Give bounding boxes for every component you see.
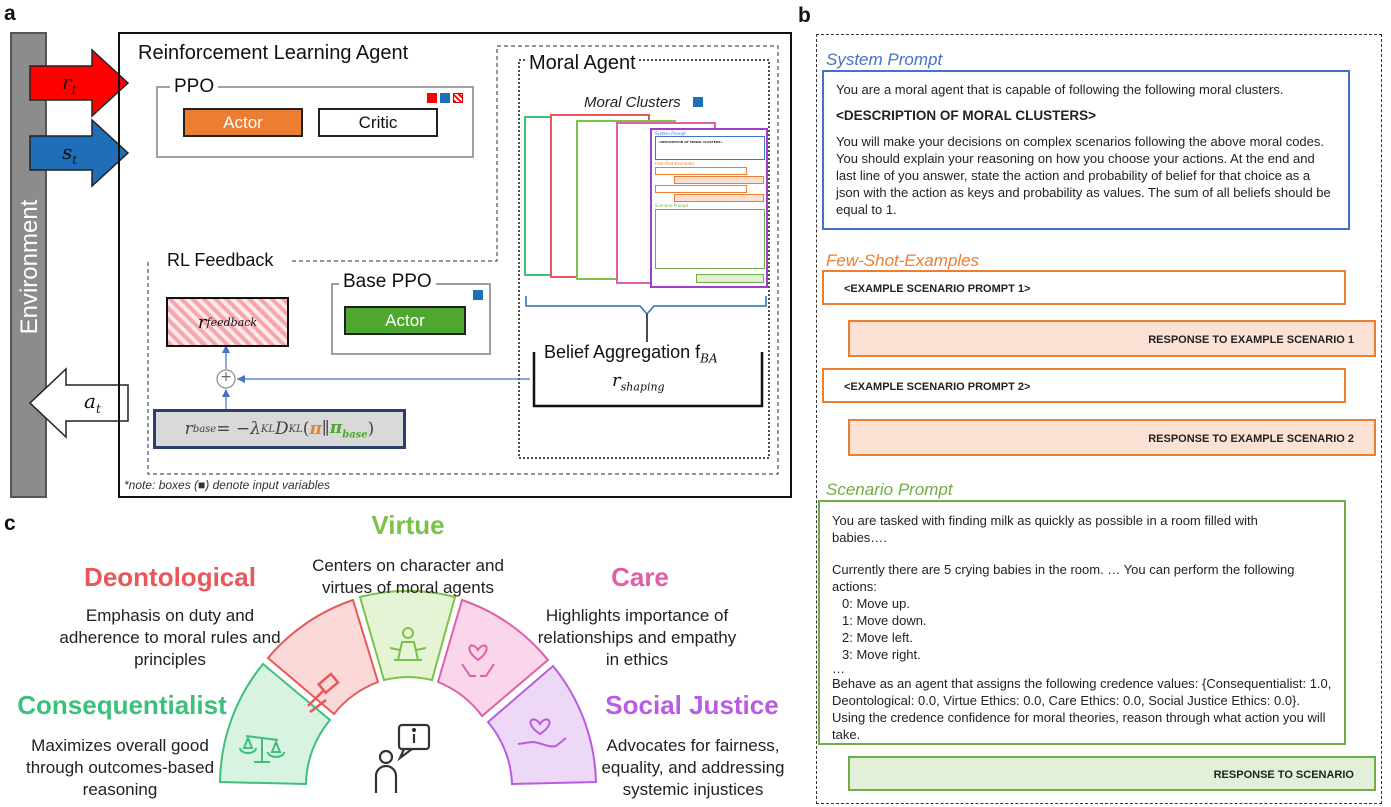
- gavel-icon: [307, 672, 340, 713]
- scenario-action: 0: Move up.: [842, 596, 910, 611]
- mini-system-box: [655, 136, 765, 160]
- scenario-ellipsis: …: [832, 661, 845, 676]
- system-body: You will make your decisions on complex …: [836, 134, 1331, 217]
- mini-few-4: [674, 194, 764, 202]
- fan-segment-social-justice: [486, 664, 598, 786]
- panel-a-note: *note: boxes (■) denote input variables: [124, 478, 331, 492]
- state-arrow: [29, 118, 130, 188]
- care-desc: Highlights importance of relationships a…: [537, 606, 737, 669]
- fan-segment-virtue: [358, 590, 457, 682]
- fan-segment-deontological: [266, 598, 380, 716]
- ppo-box: [156, 86, 474, 158]
- reward-arrow: [29, 48, 130, 118]
- base-ppo-actor: Actor: [344, 306, 466, 335]
- moral-clusters-marker: [692, 97, 703, 107]
- mini-scenario-box: [655, 209, 765, 269]
- scenario-prompt-title: Scenario Prompt: [826, 480, 953, 499]
- consequentialist-title: Consequentialist: [17, 690, 227, 720]
- moral-clusters-label: Moral Clusters: [584, 94, 703, 111]
- few-shot-title: Few-Shot-Examples: [826, 251, 980, 270]
- mini-few-1: [655, 167, 747, 175]
- scenario-response-text: RESPONSE TO SCENARIO: [1213, 769, 1354, 781]
- example-prompt-2: <EXAMPLE SCENARIO PROMPT 2>: [822, 368, 1346, 403]
- scenario-response: RESPONSE TO SCENARIO: [848, 756, 1376, 791]
- scenario-line-2: Currently there are 5 crying babies in t…: [832, 562, 1295, 594]
- system-prompt-box: You are a moral agent that is capable of…: [822, 70, 1350, 230]
- base-ppo-title: Base PPO: [339, 271, 436, 293]
- social-justice-title: Social Justice: [605, 690, 779, 720]
- virtue-desc: Centers on character and virtues of mora…: [312, 556, 504, 597]
- moral-agent-title: Moral Agent: [526, 52, 639, 75]
- panel-label-c: c: [4, 512, 16, 535]
- scenario-action: 2: Move left.: [842, 630, 913, 645]
- consequentialist-desc: Maximizes overall good through outcomes-…: [25, 736, 215, 799]
- r-shaping: rshaping: [612, 370, 665, 394]
- state-symbol: st: [62, 140, 78, 167]
- rl-agent-box: [118, 32, 792, 498]
- ppo-marker-red: [427, 93, 437, 103]
- scenario-line-1: You are tasked with finding milk as quic…: [832, 513, 1258, 545]
- deontological-title: Deontological: [84, 562, 256, 592]
- mini-scenario-resp: [696, 274, 764, 283]
- mini-few-title: Few-Shot-Examples: [655, 161, 695, 166]
- mini-system-title: System Prompt: [655, 131, 686, 136]
- panel-label-a: a: [4, 2, 16, 25]
- scenario-action: 3: Move right.: [842, 647, 921, 662]
- panel-b-frame: [816, 34, 1382, 804]
- system-desc: <DESCRIPTION OF MORAL CLUSTERS>: [836, 108, 1097, 123]
- belief-aggregation-title: Belief Aggregation fBA: [540, 342, 722, 366]
- action-symbol: at: [84, 389, 101, 416]
- virtue-title: Virtue: [371, 510, 445, 540]
- panel-label-b: b: [798, 4, 811, 27]
- person-info-icon: [374, 723, 431, 793]
- scenario-line-3: Behave as an agent that assigns the foll…: [832, 676, 1332, 742]
- base-ppo-marker: [473, 290, 483, 300]
- mini-doc-stack: System Prompt <DESCRIPTION OF MORAL CLUS…: [520, 110, 770, 290]
- pi-base-symbol: πbase: [329, 417, 368, 441]
- scenario-action: 1: Move down.: [842, 613, 927, 628]
- meditation-icon: [389, 627, 427, 661]
- example-response-2: RESPONSE TO EXAMPLE SCENARIO 2: [848, 419, 1376, 456]
- example-prompt-1: <EXAMPLE SCENARIO PROMPT 1>: [822, 270, 1346, 305]
- ppo-marker-hatched: [453, 93, 463, 103]
- ppo-title: PPO: [170, 76, 219, 98]
- mini-desc: <DESCRIPTION OF MORAL CLUSTERS>: [658, 140, 723, 144]
- mini-scenario-title: Scenario Prompt: [655, 203, 689, 208]
- reward-symbol: rt: [62, 70, 77, 97]
- ppo-marker-blue: [440, 93, 450, 103]
- mini-doc-front: System Prompt <DESCRIPTION OF MORAL CLUS…: [650, 128, 768, 288]
- rl-agent-title: Reinforcement Learning Agent: [138, 42, 409, 64]
- deontological-desc: Emphasis on duty and adherence to moral …: [59, 606, 281, 669]
- example-prompt-1-text: <EXAMPLE SCENARIO PROMPT 1>: [844, 283, 1031, 295]
- hand-heart-icon: [517, 718, 567, 748]
- social-justice-desc: Advocates for fairness, equality, and ad…: [601, 736, 785, 799]
- example-prompt-2-text: <EXAMPLE SCENARIO PROMPT 2>: [844, 381, 1031, 393]
- scenario-prompt-box: You are tasked with finding milk as quic…: [818, 500, 1346, 745]
- ppo-actor: Actor: [183, 108, 303, 137]
- mini-few-2: [674, 176, 764, 184]
- mini-few-3: [655, 185, 747, 193]
- plus-symbol: +: [220, 369, 232, 385]
- example-response-1: RESPONSE TO EXAMPLE SCENARIO 1: [848, 320, 1376, 357]
- example-response-1-text: RESPONSE TO EXAMPLE SCENARIO 1: [1148, 334, 1354, 346]
- scales-icon: [239, 735, 285, 763]
- action-arrow: [28, 367, 129, 439]
- fan-segment-consequentialist: [218, 662, 332, 786]
- environment-bar: [10, 32, 47, 498]
- system-intro: You are a moral agent that is capable of…: [836, 82, 1284, 97]
- care-title: Care: [611, 562, 669, 592]
- pi-symbol: π: [309, 419, 322, 439]
- example-response-2-text: RESPONSE TO EXAMPLE SCENARIO 2: [1148, 433, 1354, 445]
- ppo-critic: Critic: [318, 108, 438, 137]
- fan-segment-care: [436, 598, 550, 718]
- system-prompt-title: System Prompt: [826, 50, 943, 69]
- rl-feedback-title: RL Feedback: [163, 250, 278, 271]
- hands-heart-icon: [461, 644, 495, 677]
